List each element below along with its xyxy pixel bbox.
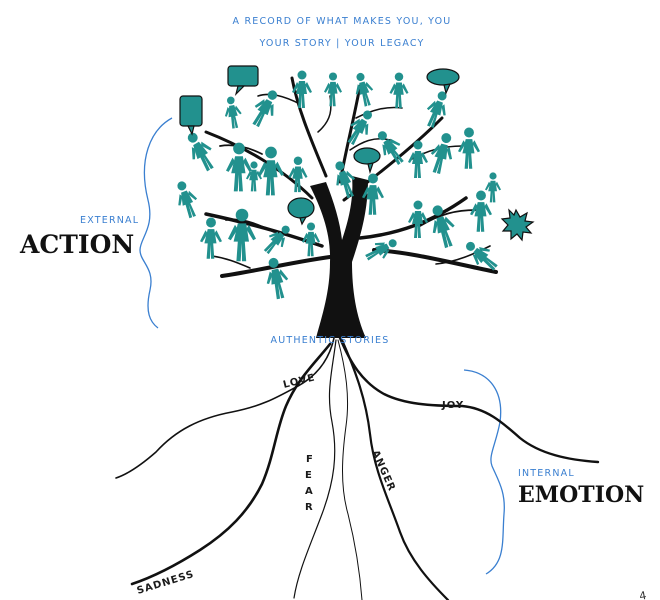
person-figure-icon xyxy=(246,85,284,131)
speech-bubble-icon xyxy=(179,95,203,136)
action-label: ACTION xyxy=(19,230,134,259)
root-label-fear-a: A xyxy=(305,486,314,497)
roots xyxy=(115,336,600,600)
speech-bubble-icon xyxy=(227,65,259,96)
person-figure-icon xyxy=(389,72,409,109)
person-figure-icon xyxy=(425,202,461,251)
person-figure-icon xyxy=(350,70,377,108)
person-figure-icon xyxy=(221,95,245,130)
tree-trunk xyxy=(310,176,368,338)
left-brace xyxy=(139,117,173,329)
root-sadness xyxy=(130,342,332,586)
root-label-joy: JOY xyxy=(441,400,464,411)
page-number: 4 xyxy=(638,589,647,600)
root-love xyxy=(115,337,335,479)
right-brace xyxy=(463,369,505,575)
person-figure-icon xyxy=(426,130,459,176)
person-figure-icon xyxy=(470,190,492,232)
emotion-label: EMOTION xyxy=(518,482,644,508)
root-label-fear-f: F xyxy=(306,454,314,465)
tagline: A RECORD OF WHAT MAKES YOU, YOU xyxy=(233,16,452,27)
root-joy xyxy=(338,336,600,464)
person-figure-icon xyxy=(200,217,222,259)
person-figure-icon xyxy=(485,172,501,203)
starburst-icon xyxy=(500,208,535,242)
person-figure-icon xyxy=(408,200,428,238)
speech-bubbles xyxy=(179,65,535,242)
person-figure-icon xyxy=(458,127,480,169)
external-label: EXTERNAL xyxy=(80,215,139,226)
root-label-fear-e: E xyxy=(305,470,313,481)
person-figure-icon xyxy=(288,156,308,193)
root-label-fear-r: R xyxy=(305,502,314,513)
root-fine xyxy=(337,339,363,600)
root-fear xyxy=(293,339,337,599)
person-figure-icon xyxy=(302,222,320,257)
root-label-sadness: SADNESS xyxy=(136,569,196,597)
speech-bubble-icon xyxy=(353,147,381,175)
internal-label: INTERNAL xyxy=(518,468,575,479)
person-figure-icon xyxy=(259,220,296,259)
speech-bubble-icon xyxy=(287,197,315,226)
root-label-love: LOVE xyxy=(282,372,317,391)
person-figure-icon xyxy=(170,178,203,221)
speech-bubble-icon xyxy=(426,68,460,95)
person-figure-icon xyxy=(324,72,342,107)
subtitle: YOUR STORY | YOUR LEGACY xyxy=(258,38,424,49)
trunk-label: AUTHENTIC STORIES xyxy=(271,335,390,346)
person-figure-icon xyxy=(228,208,256,262)
root-anger xyxy=(340,338,450,600)
